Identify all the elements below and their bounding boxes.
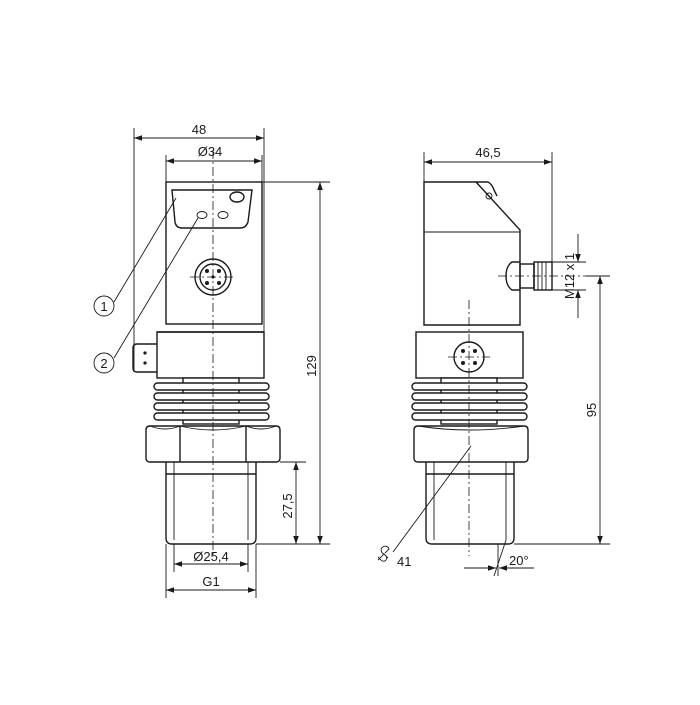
callout-1-circle [93, 295, 115, 317]
front-connector-pin [205, 269, 209, 273]
side-fin [411, 382, 528, 391]
front-view [132, 150, 281, 556]
front-hex-nut [145, 425, 281, 463]
side-head-tab [476, 181, 498, 197]
callout-2-leader [113, 217, 199, 359]
dim-thread-g: G1 [202, 574, 219, 589]
dim-angle: 20° [509, 553, 529, 568]
dim-dia-thread: Ø25,4 [193, 549, 228, 564]
front-connector-pin [205, 281, 209, 285]
side-head-housing [423, 181, 521, 326]
front-connector-pin [217, 281, 221, 285]
dim-width-overall: 48 [192, 122, 206, 137]
callout-1-leader [113, 197, 177, 303]
front-fin [153, 382, 270, 391]
front-display-window [171, 189, 253, 229]
side-dimensions: 46,5 M12 x 1 95 41 20° [377, 145, 610, 577]
side-view [411, 181, 610, 556]
side-thread [425, 462, 515, 545]
front-fin [153, 402, 270, 411]
side-collar [415, 331, 524, 379]
side-fin [411, 402, 528, 411]
front-fin [153, 392, 270, 401]
side-fin [411, 412, 528, 421]
front-plug-pin [143, 351, 147, 355]
front-led-1 [196, 211, 208, 219]
front-connector-pin [217, 269, 221, 273]
side-hex-nut [413, 425, 529, 463]
dim-height-connector: 95 [584, 403, 599, 417]
callout-2-circle [93, 352, 115, 374]
wrench-leader [392, 445, 472, 553]
dim-wrench-size: 41 [397, 554, 411, 569]
front-led-oval [229, 191, 245, 203]
front-led-2 [217, 211, 229, 219]
front-dimensions: 48 Ø34 129 27,5 Ø25,4 G1 [133, 122, 330, 598]
dim-dia-body: Ø34 [198, 144, 223, 159]
side-plug-pin [461, 349, 465, 353]
callout-1-label: 1 [100, 299, 107, 314]
front-thread [165, 462, 257, 545]
side-plug-pin [473, 361, 477, 365]
callout-2-label: 2 [100, 356, 107, 371]
front-head-housing [165, 181, 263, 325]
side-fin [411, 392, 528, 401]
callouts: 1 2 [93, 197, 199, 374]
side-head-screw [485, 192, 493, 200]
front-side-plug [132, 343, 157, 373]
front-plug-pin [143, 361, 147, 365]
side-hex-chamfer [417, 425, 525, 431]
side-plug-pin [461, 361, 465, 365]
dim-depth-side: 46,5 [475, 145, 500, 160]
dim-connector: M12 x 1 [562, 253, 577, 299]
front-fin [153, 412, 270, 421]
angle-line [493, 539, 507, 577]
front-collar [156, 331, 265, 379]
dim-height-total: 129 [304, 355, 319, 377]
side-plug-pin [473, 349, 477, 353]
wrench-icon [377, 545, 390, 562]
dim-thread-length: 27,5 [280, 493, 295, 518]
